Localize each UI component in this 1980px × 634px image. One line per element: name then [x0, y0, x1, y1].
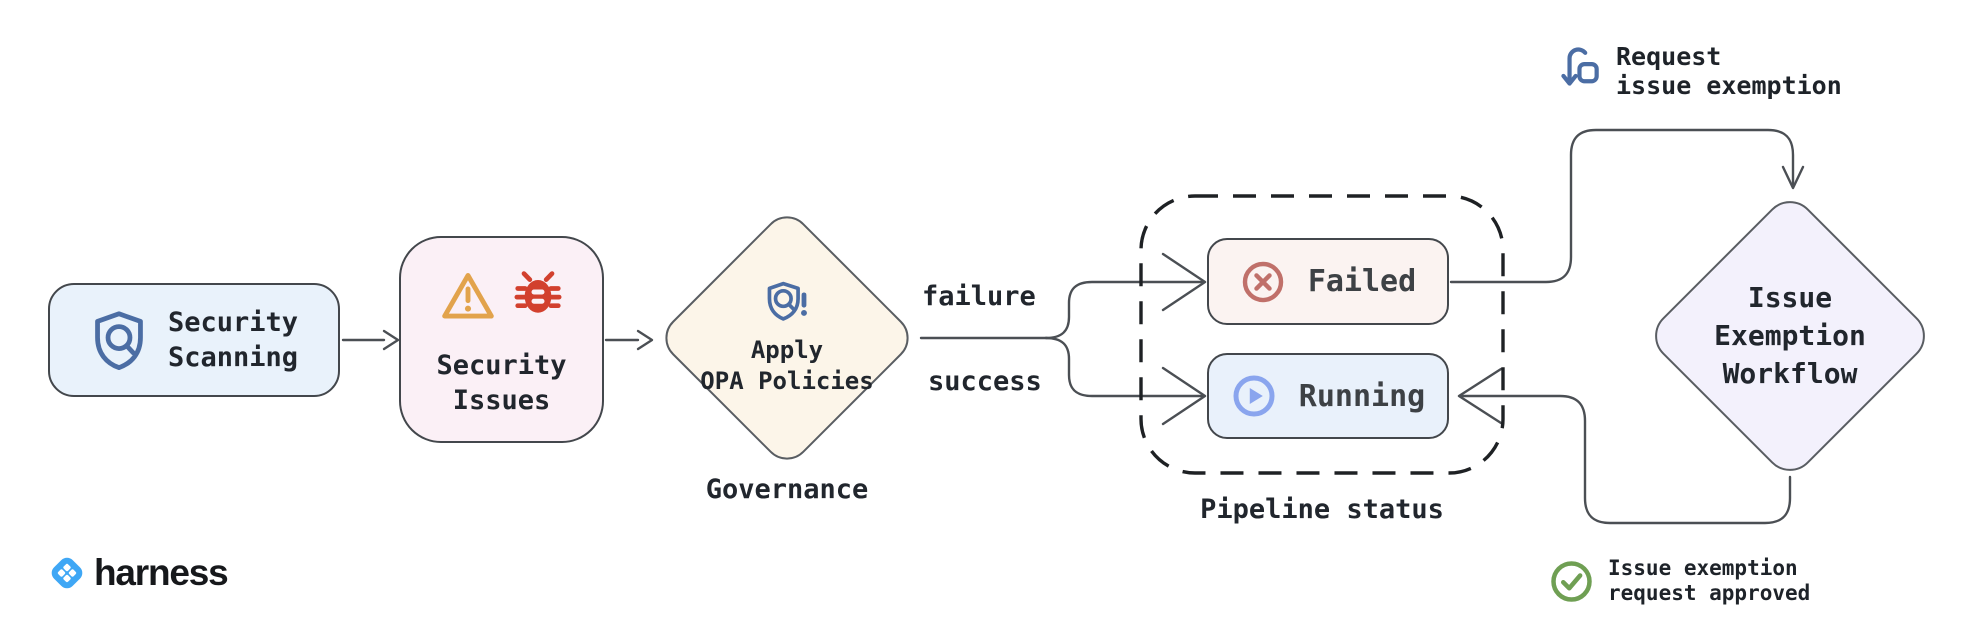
- node-failed: Failed: [1207, 238, 1449, 325]
- node-label: Security Issues: [436, 348, 566, 418]
- arrowhead-opa: [636, 329, 654, 351]
- node-label: Running: [1298, 378, 1426, 414]
- arrowhead-running-left: [1161, 366, 1207, 426]
- edge-failed-to-exemption: [1449, 128, 1795, 284]
- edge-label-success: success: [928, 366, 1042, 397]
- arrowhead-failed-left: [1161, 252, 1207, 312]
- label-line: Exemption: [1714, 319, 1866, 352]
- label-line: Issue: [1747, 281, 1833, 314]
- issue-icons: [440, 268, 564, 324]
- annotation-line: request approved: [1608, 581, 1811, 605]
- play-circle-icon: [1233, 375, 1275, 417]
- label-line: Scanning: [167, 342, 299, 373]
- edge-exemption-to-running: [1459, 394, 1792, 525]
- arrowhead-running-right: [1457, 367, 1503, 425]
- label-line: Apply: [750, 336, 824, 364]
- annotation-text: Issue exemption request approved: [1608, 556, 1810, 606]
- warning-triangle-icon: [441, 273, 494, 319]
- node-running: Running: [1207, 353, 1449, 439]
- circle-x-icon: [1242, 261, 1284, 302]
- diamond-content: Apply OPA Policies: [655, 206, 919, 470]
- annotation-request-exemption: Request issue exemption: [1560, 42, 1842, 100]
- arrowhead-issues: [382, 329, 400, 351]
- opa-shield-alert-icon: [767, 281, 807, 321]
- edge-label-failure: failure: [922, 281, 1036, 312]
- annotation-line: issue exemption: [1616, 71, 1842, 100]
- label-line: OPA Policies: [700, 367, 874, 395]
- node-label: Security Scanning: [168, 305, 298, 375]
- check-circle-icon: [1551, 560, 1592, 602]
- annotation-line: Issue exemption: [1608, 556, 1798, 580]
- harness-logo-icon: [51, 557, 83, 589]
- node-apply-opa-policies: Apply OPA Policies: [655, 206, 919, 470]
- label-line: Security: [436, 350, 567, 381]
- shield-search-icon: [95, 311, 143, 371]
- request-exemption-icon: [1561, 47, 1599, 86]
- node-issue-exemption-workflow: Issue Exemption Workflow: [1644, 190, 1936, 482]
- node-label: Apply OPA Policies: [700, 335, 873, 397]
- arrowhead-exemption-top: [1781, 165, 1805, 190]
- label-line: Issues: [452, 385, 551, 416]
- annotation-line: Request: [1616, 42, 1722, 71]
- pipeline-status-caption: Pipeline status: [1200, 494, 1444, 525]
- diamond-content: Issue Exemption Workflow: [1644, 190, 1936, 482]
- node-security-issues: Security Issues: [399, 236, 604, 443]
- edge-success-branch: [1044, 336, 1206, 398]
- pipeline-status-container: [1139, 194, 1505, 475]
- governance-caption: Governance: [705, 474, 869, 505]
- annotation-text: Request issue exemption: [1616, 42, 1842, 100]
- bug-icon: [514, 271, 561, 313]
- annotation-request-approved: Issue exemption request approved: [1549, 556, 1810, 606]
- harness-wordmark: harness: [94, 552, 229, 593]
- node-security-scanning: Security Scanning: [48, 283, 340, 397]
- node-label: Issue Exemption Workflow: [1714, 279, 1866, 393]
- edge-failure-branch: [1044, 280, 1206, 340]
- node-label: Failed: [1307, 264, 1417, 299]
- label-line: Workflow: [1722, 357, 1858, 390]
- harness-brand: harness: [46, 552, 229, 594]
- label-line: Security: [167, 307, 299, 338]
